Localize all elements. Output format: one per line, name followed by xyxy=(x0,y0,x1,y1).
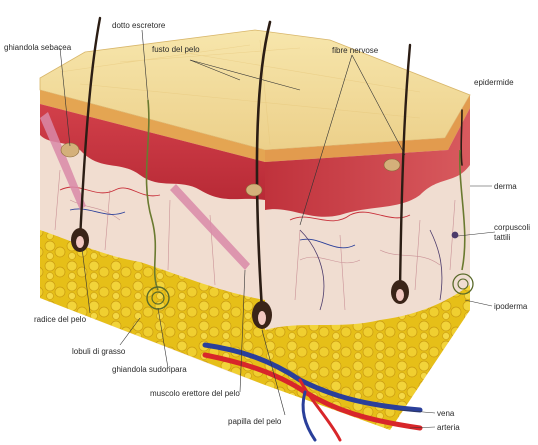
label-muscolo-erettore: muscolo erettore del pelo xyxy=(150,389,240,398)
label-corpuscoli-line2: tattili xyxy=(494,233,511,242)
label-ghiandola-sebacea: ghiandola sebacea xyxy=(4,43,72,52)
label-ghiandola-sudoripara: ghiandola sudoripara xyxy=(112,365,187,374)
label-corpuscoli-line1: corpuscoli xyxy=(494,223,530,232)
label-vena: vena xyxy=(437,409,455,418)
label-epidermide: epidermide xyxy=(474,78,514,87)
label-derma: derma xyxy=(494,182,517,191)
label-fibre-nervose: fibre nervose xyxy=(332,46,379,55)
label-fusto-del-pelo: fusto del pelo xyxy=(152,45,200,54)
label-papilla-del-pelo: papilla del pelo xyxy=(228,417,282,426)
label-radice-del-pelo: radice del pelo xyxy=(34,315,87,324)
label-dotto-escretore: dotto escretore xyxy=(112,21,166,30)
label-arteria: arteria xyxy=(437,423,460,432)
label-ipoderma: ipoderma xyxy=(494,302,528,311)
label-lobuli-di-grasso: lobuli di grasso xyxy=(72,347,126,356)
